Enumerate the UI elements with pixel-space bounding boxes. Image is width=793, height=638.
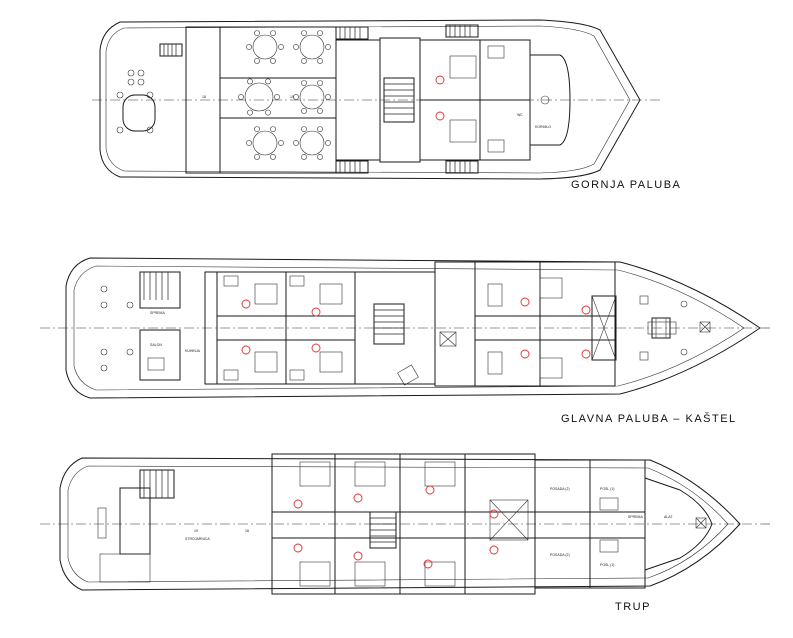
svg-text:SPREMA: SPREMA [628,515,643,519]
svg-text:18: 18 [202,95,206,99]
svg-text:ALAT: ALAT [664,515,673,519]
svg-text:KORMILO: KORMILO [535,125,551,129]
svg-text:18: 18 [245,529,249,533]
main-deck-plan: SPREMA SALON KUHINJA [40,257,770,399]
hull-plan: STROJARNICA 19 18 POSADA (2) [40,453,770,595]
svg-text:19: 19 [290,95,294,99]
svg-text:19: 19 [194,529,198,533]
main-deck-label: GLAVNA PALUBA – KAŠTEL [561,413,737,425]
svg-text:SPREMA: SPREMA [150,311,165,315]
svg-text:SALON: SALON [150,343,162,347]
svg-text:POSADA (2): POSADA (2) [550,553,570,557]
svg-text:WC: WC [517,113,523,117]
svg-text:KUHINJA: KUHINJA [185,349,201,353]
svg-text:STROJARNICA: STROJARNICA [185,537,210,541]
svg-text:POSL (1): POSL (1) [600,487,614,491]
hull-label: TRUP [615,601,651,613]
upper-deck-label: GORNJA PALUBA [571,179,682,191]
upper-deck-plan: WC KORMILO 18 19 [92,19,660,180]
svg-text:POSADA (2): POSADA (2) [550,487,570,491]
svg-text:POSL (1): POSL (1) [600,563,614,567]
